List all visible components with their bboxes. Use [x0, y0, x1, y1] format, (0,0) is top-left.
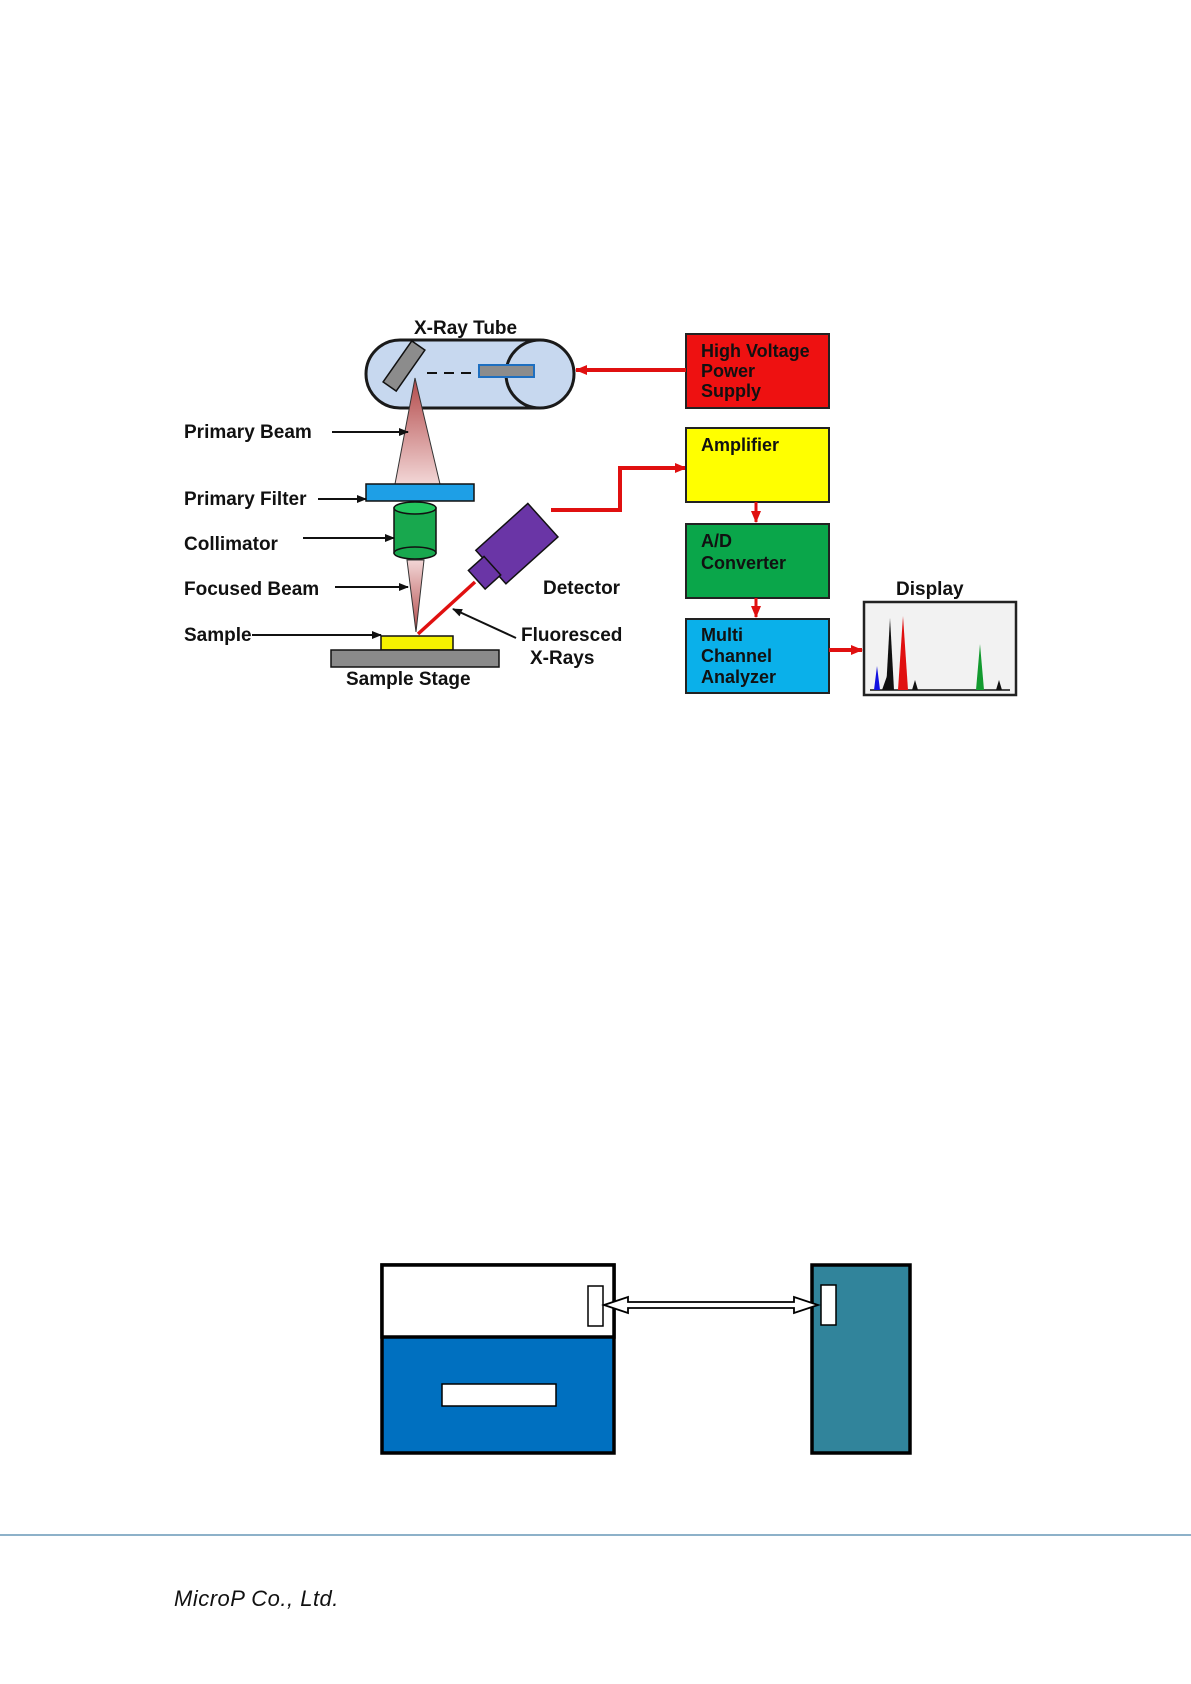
xray-tube	[366, 340, 574, 408]
detector-label: Detector	[543, 578, 621, 599]
adc-block: A/D Converter	[686, 524, 829, 598]
fluoresced-label-line1: Fluoresced	[521, 625, 622, 646]
sample-stage	[331, 650, 499, 667]
collimator	[394, 502, 436, 559]
adc-line-2: Converter	[701, 553, 786, 573]
adc-line-1: A/D	[701, 531, 732, 551]
collimator-label: Collimator	[184, 534, 279, 555]
company-name: MicroP Co., Ltd.	[174, 1586, 339, 1612]
unit-left-slot	[442, 1384, 556, 1406]
amplifier-block: Amplifier	[686, 428, 829, 502]
footer-rule	[0, 1534, 1191, 1536]
unit-left	[382, 1265, 614, 1453]
sample	[381, 636, 453, 650]
mca-line-3: Analyzer	[701, 667, 776, 687]
unit-right-port	[821, 1285, 836, 1325]
tube-cathode	[479, 365, 534, 377]
hv-power-supply-block: High Voltage Power Supply	[686, 334, 829, 408]
unit-left-port	[588, 1286, 603, 1326]
unit-left-top-panel	[382, 1265, 614, 1337]
sample-stage-label: Sample Stage	[346, 669, 471, 690]
hv-line-1: High Voltage	[701, 341, 810, 361]
unit-right	[812, 1265, 910, 1453]
primary-filter	[366, 484, 474, 501]
detector-to-amplifier-arrow	[551, 468, 686, 510]
mca-line-1: Multi	[701, 625, 743, 645]
bidirectional-link-arrow	[604, 1297, 818, 1313]
hv-line-2: Power	[701, 361, 755, 381]
amplifier-label: Amplifier	[701, 435, 779, 455]
primary-filter-label: Primary Filter	[184, 489, 307, 510]
display-panel	[864, 602, 1016, 695]
mca-line-2: Channel	[701, 646, 772, 666]
primary-beam-label: Primary Beam	[184, 422, 312, 443]
hv-line-3: Supply	[701, 381, 761, 401]
fluoresced-xray-line	[418, 582, 475, 634]
fluoresced-label-line2: X-Rays	[530, 648, 594, 669]
xray-tube-label: X-Ray Tube	[414, 318, 517, 339]
focused-beam	[407, 560, 424, 632]
display-label: Display	[896, 579, 964, 600]
sample-label: Sample	[184, 625, 252, 646]
mca-block: Multi Channel Analyzer	[686, 619, 829, 693]
fluoresced-pointer	[453, 609, 516, 638]
focused-beam-label: Focused Beam	[184, 579, 319, 600]
